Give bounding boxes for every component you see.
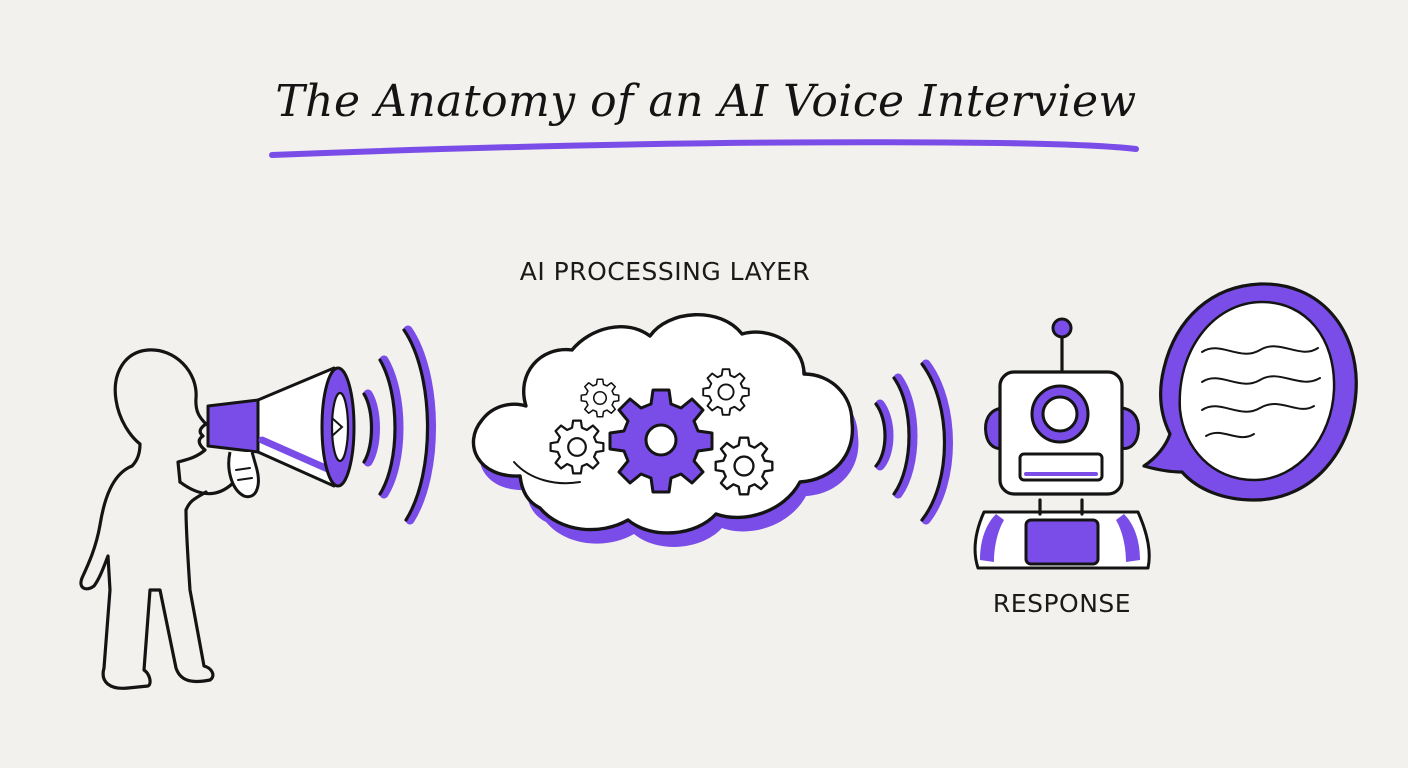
person-icon <box>79 348 234 690</box>
processing-layer-label: AI PROCESSING LAYER <box>520 257 811 286</box>
megaphone-icon <box>206 366 356 499</box>
gears-icon <box>549 368 774 496</box>
title-underline <box>269 139 1139 158</box>
sound-waves-icon <box>362 325 436 525</box>
sound-waves-icon <box>874 359 953 525</box>
response-label: RESPONSE <box>993 589 1131 618</box>
speech-bubble-icon <box>1142 282 1358 502</box>
robot-icon <box>973 317 1151 570</box>
diagram-title: The Anatomy of an AI Voice Interview <box>275 76 1136 127</box>
